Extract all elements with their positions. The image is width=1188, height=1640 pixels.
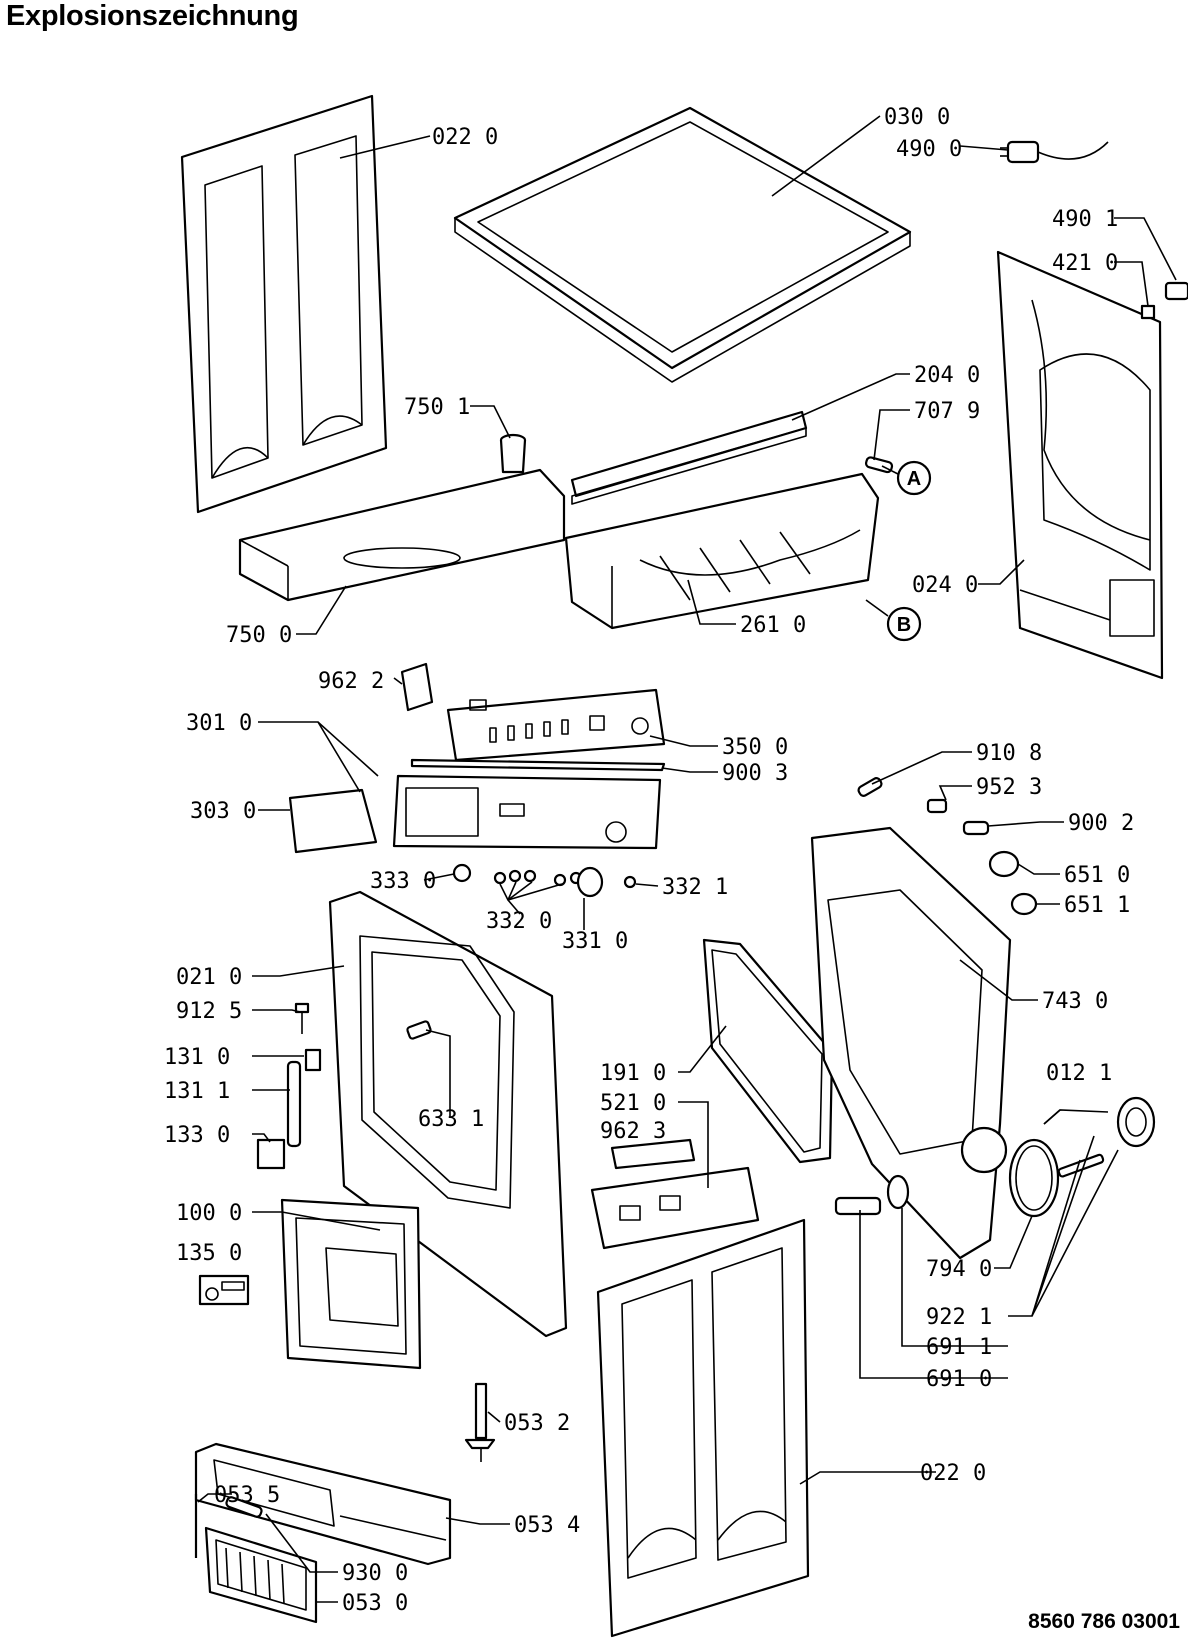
grille-clip bbox=[225, 1496, 263, 1518]
adjustable-foot bbox=[464, 1382, 496, 1462]
label-922: 922 1 bbox=[926, 1305, 992, 1330]
label-131-0: 131 0 bbox=[164, 1045, 230, 1070]
label-900-2: 900 2 bbox=[1068, 811, 1134, 836]
label-930: 930 0 bbox=[342, 1561, 408, 1586]
label-750-1: 750 1 bbox=[404, 395, 470, 420]
detergent-drawer-front bbox=[288, 788, 378, 854]
label-131-1: 131 1 bbox=[164, 1079, 230, 1104]
label-750-0: 750 0 bbox=[226, 623, 292, 648]
label-053-4: 053 4 bbox=[514, 1513, 580, 1538]
label-053-5: 053 5 bbox=[214, 1483, 280, 1508]
label-490-0: 490 0 bbox=[896, 137, 962, 162]
label-633: 633 1 bbox=[418, 1107, 484, 1132]
side-panel-bottom bbox=[596, 1218, 810, 1638]
connector-part bbox=[1140, 281, 1188, 320]
cover-strip bbox=[570, 410, 808, 505]
leader-lines bbox=[197, 115, 1177, 1603]
label-900-3: 900 3 bbox=[722, 761, 788, 786]
front-panel bbox=[328, 890, 568, 1338]
door-gasket bbox=[702, 938, 834, 1164]
label-962-2: 962 2 bbox=[318, 669, 384, 694]
callout-A: A bbox=[881, 460, 932, 496]
label-012: 012 1 bbox=[1046, 1061, 1112, 1086]
label-332-0: 332 0 bbox=[486, 909, 552, 934]
label-053-2: 053 2 bbox=[504, 1411, 570, 1436]
top-cover bbox=[453, 106, 912, 383]
control-panel-fascia bbox=[392, 774, 662, 850]
label-100: 100 0 bbox=[176, 1201, 242, 1226]
pcb-components bbox=[489, 715, 649, 743]
label-962-3: 962 3 bbox=[600, 1119, 666, 1144]
label-331: 331 0 bbox=[562, 929, 628, 954]
power-cable bbox=[1000, 140, 1109, 164]
drawing-title: Explosionszeichnung bbox=[6, 0, 299, 32]
document-code: 8560 786 03001 bbox=[1028, 1610, 1180, 1633]
label-022-bottom: 022 0 bbox=[920, 1461, 986, 1486]
door-hinge-parts bbox=[256, 1048, 322, 1170]
screw bbox=[294, 1002, 310, 1034]
callout-B-label: B bbox=[897, 614, 911, 636]
sensor-pin bbox=[864, 456, 894, 474]
hose-connector bbox=[834, 1174, 910, 1216]
label-691-1: 691 1 bbox=[926, 1335, 992, 1360]
rating-label bbox=[198, 1274, 250, 1306]
part-number-labels: 022 0 030 0 490 0 490 1 421 0 204 0 707 … bbox=[164, 105, 1134, 1616]
label-030: 030 0 bbox=[884, 105, 950, 130]
label-421: 421 0 bbox=[1052, 251, 1118, 276]
electronic-module bbox=[590, 1138, 760, 1250]
side-panel-top-left bbox=[180, 94, 388, 514]
label-024: 024 0 bbox=[912, 573, 978, 598]
label-743: 743 0 bbox=[1042, 989, 1108, 1014]
drawer-housing bbox=[280, 1198, 422, 1370]
label-135: 135 0 bbox=[176, 1241, 242, 1266]
label-021: 021 0 bbox=[176, 965, 242, 990]
label-303: 303 0 bbox=[190, 799, 256, 824]
label-691-0: 691 0 bbox=[926, 1367, 992, 1392]
label-sticker bbox=[400, 662, 434, 712]
board-strip bbox=[410, 758, 666, 772]
control-board bbox=[446, 688, 666, 762]
air-duct bbox=[238, 468, 566, 602]
label-521: 521 0 bbox=[600, 1091, 666, 1116]
label-191: 191 0 bbox=[600, 1061, 666, 1086]
label-794: 794 0 bbox=[926, 1257, 992, 1282]
callout-A-label: A bbox=[907, 468, 921, 490]
rear-panel bbox=[996, 250, 1164, 680]
console-base bbox=[564, 472, 880, 630]
label-261: 261 0 bbox=[740, 613, 806, 638]
air-grille bbox=[204, 1526, 318, 1624]
label-204: 204 0 bbox=[914, 363, 980, 388]
label-912: 912 5 bbox=[176, 999, 242, 1024]
label-490-1: 490 1 bbox=[1052, 207, 1118, 232]
label-651-0: 651 0 bbox=[1064, 863, 1130, 888]
label-022-top: 022 0 bbox=[432, 125, 498, 150]
label-910-8: 910 8 bbox=[976, 741, 1042, 766]
label-651-1: 651 1 bbox=[1064, 893, 1130, 918]
label-952-3: 952 3 bbox=[976, 775, 1042, 800]
label-333: 333 0 bbox=[370, 869, 436, 894]
filter-cap bbox=[1057, 1096, 1156, 1178]
label-332-1: 332 1 bbox=[662, 875, 728, 900]
label-301: 301 0 bbox=[186, 711, 252, 736]
callout-B: B bbox=[865, 599, 922, 642]
duct-filter-cup bbox=[499, 433, 527, 474]
label-133: 133 0 bbox=[164, 1123, 230, 1148]
label-053-0: 053 0 bbox=[342, 1591, 408, 1616]
rear-duct-assembly bbox=[810, 826, 1012, 1260]
label-350: 350 0 bbox=[722, 735, 788, 760]
label-7079: 707 9 bbox=[914, 399, 980, 424]
seal-ring bbox=[1008, 1138, 1060, 1218]
button-set bbox=[452, 863, 637, 898]
